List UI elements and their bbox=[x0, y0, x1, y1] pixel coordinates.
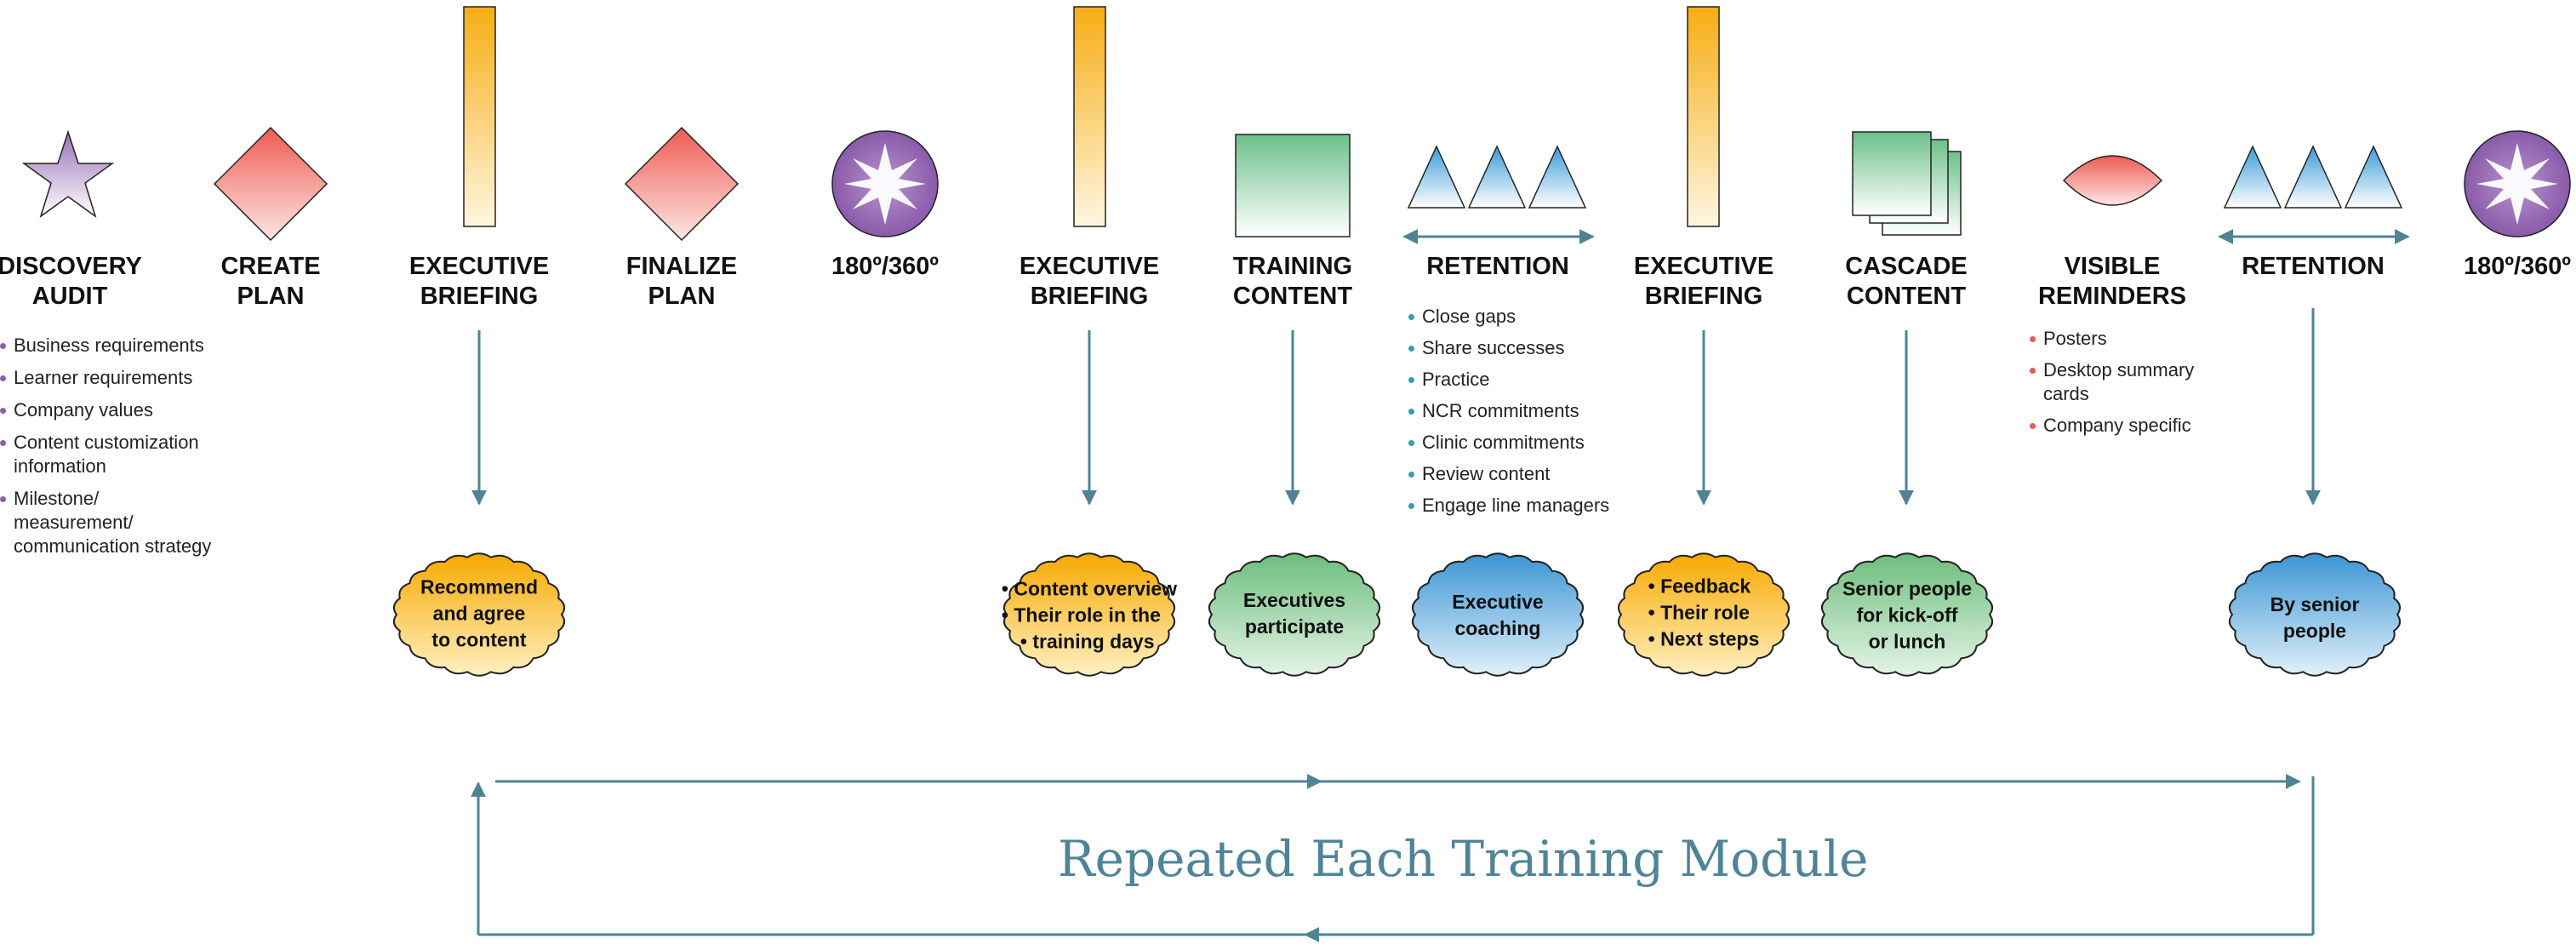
blue-triangles-icon bbox=[2223, 145, 2403, 209]
list-item: Learner requirements bbox=[0, 366, 213, 390]
orange-bar-icon bbox=[1687, 6, 1720, 227]
blue-triangles-icon bbox=[1407, 145, 1587, 209]
star-icon bbox=[21, 129, 115, 218]
purple-burst-circle-icon bbox=[2464, 130, 2571, 237]
purple-burst-circle-icon bbox=[831, 130, 939, 237]
list-item: Content customization information bbox=[0, 431, 213, 478]
cloud-shape-blue bbox=[2228, 552, 2402, 677]
cloud-shape-green bbox=[1208, 552, 1381, 677]
stage-label-retention: RETENTION bbox=[2242, 253, 2385, 280]
list-item: Clinic commitments bbox=[1408, 431, 1647, 455]
stage-label-180-360: 180º/360º bbox=[2463, 253, 2572, 280]
cloud-shape-blue bbox=[1411, 552, 1585, 677]
cloud-shape-orange bbox=[392, 552, 566, 677]
discovery-audit-list: Business requirements Learner requiremen… bbox=[0, 334, 213, 567]
list-item: Milestone/ measurement/ communication st… bbox=[0, 487, 213, 558]
down-arrows bbox=[471, 308, 2321, 506]
list-item: Review content bbox=[1408, 462, 1647, 486]
repeat-loop bbox=[471, 774, 2315, 942]
list-item: Engage line managers bbox=[1408, 494, 1647, 518]
list-item: NCR commitments bbox=[1408, 399, 1647, 423]
red-diamond-icon bbox=[624, 126, 740, 242]
stacked-green-squares-icon bbox=[1852, 131, 1962, 236]
orange-bar-icon bbox=[1073, 6, 1106, 227]
cloud-feedback-text: FeedbackTheir roleNext steps bbox=[1648, 574, 1759, 653]
list-item: Company values bbox=[0, 398, 213, 422]
orange-bar-icon bbox=[463, 6, 496, 227]
list-item: Practice bbox=[1408, 368, 1647, 392]
cloud-shape-green bbox=[1820, 552, 1994, 677]
red-lens-icon bbox=[2062, 155, 2163, 206]
list-item: Desktop summary cards bbox=[2030, 358, 2213, 406]
list-item: Posters bbox=[2030, 327, 2213, 351]
list-item: Close gaps bbox=[1408, 305, 1647, 329]
visible-reminders-list: Posters Desktop summary cards Company sp… bbox=[2030, 327, 2213, 445]
stage-label-180-360: 180º/360º bbox=[831, 253, 940, 280]
retention-list: Close gaps Share successes Practice NCR … bbox=[1408, 305, 1647, 525]
banner-text: Repeated Each Training Module bbox=[1058, 830, 1869, 888]
stage-label-retention: RETENTION bbox=[1426, 253, 1569, 280]
clouds bbox=[392, 552, 2402, 677]
red-diamond-icon bbox=[213, 126, 328, 242]
list-item: Share successes bbox=[1408, 336, 1647, 360]
list-item: Business requirements bbox=[0, 334, 213, 358]
green-square-icon bbox=[1235, 134, 1351, 237]
cloud-content-overview-text: Content overviewTheir role in thetrainin… bbox=[1002, 576, 1177, 655]
list-item: Company specific bbox=[2030, 414, 2213, 438]
